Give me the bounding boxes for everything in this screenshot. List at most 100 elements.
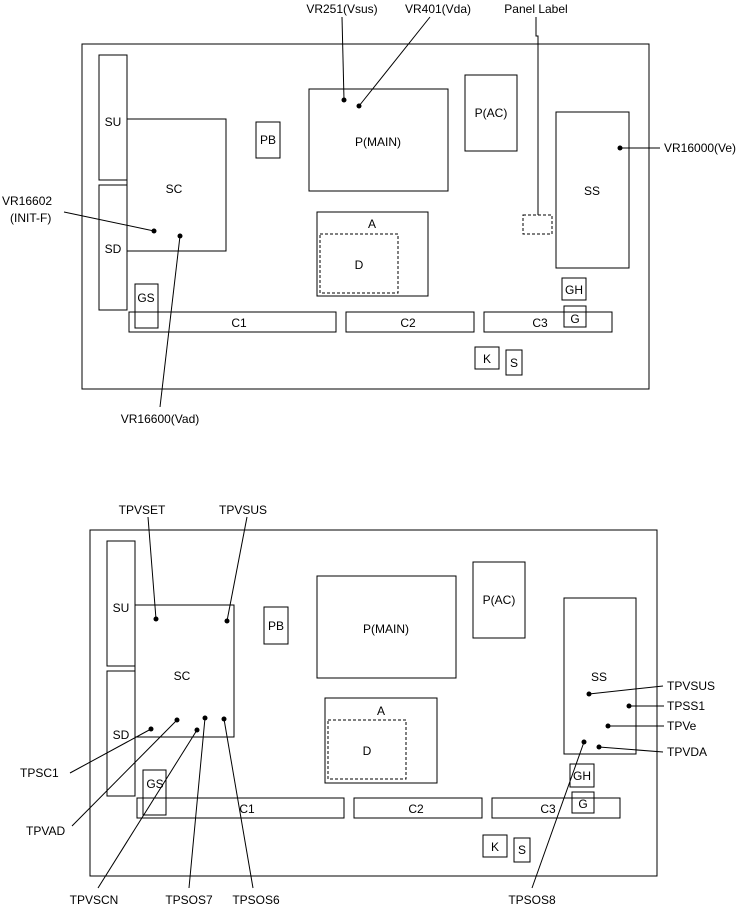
bottom-pb-label: PB <box>268 619 284 633</box>
bottom-tpve-point <box>605 723 611 729</box>
bottom-ss-label: SS <box>591 670 607 684</box>
bottom-tpvscn-label: TPVSCN <box>70 893 119 907</box>
top-vr16000-point <box>617 145 623 151</box>
bottom-board-outline <box>89 529 658 877</box>
top-k-label: K <box>483 352 491 366</box>
top-vr16602-label-line2: (INIT-F) <box>10 211 51 225</box>
top-board-outline <box>81 43 650 390</box>
top-sd-label: SD <box>105 242 122 256</box>
bottom-c2-connector <box>353 797 483 819</box>
bottom-tpsc1-point <box>148 726 154 732</box>
top-c3-label: C3 <box>532 316 548 330</box>
bottom-a-label: A <box>377 704 385 718</box>
bottom-tpsc1-leader <box>69 728 152 774</box>
bottom-d-board <box>327 719 407 780</box>
bottom-sc-label: SC <box>174 669 191 683</box>
top-c3-connector <box>483 311 613 333</box>
bottom-s-board <box>513 837 531 863</box>
top-c1-label: C1 <box>231 316 247 330</box>
bottom-c1-label: C1 <box>239 802 255 816</box>
bottom-diagram: SU SD SC PB P(MAIN) P(AC) SS A D GS C1 C… <box>20 503 715 907</box>
bottom-tpsos8-leader <box>531 741 585 889</box>
bottom-gh-board <box>569 763 595 788</box>
top-vr401-point <box>356 103 362 109</box>
top-ss-board <box>555 111 630 269</box>
bottom-tpvda-label: TPVDA <box>667 745 707 759</box>
top-sc-board <box>126 118 227 252</box>
bottom-tpvsus-top-point <box>224 618 230 624</box>
top-su-board <box>98 54 128 181</box>
top-panel-label-leader <box>535 17 539 215</box>
top-vr16600-leader <box>159 235 181 408</box>
top-vr16000-label: VR16000(Ve) <box>664 141 736 155</box>
top-su-label: SU <box>105 115 122 129</box>
bottom-tpvset-leader <box>147 516 157 620</box>
bottom-tpvsus-top-leader <box>226 516 248 622</box>
bottom-tpsos6-label: TPSOS6 <box>232 893 280 907</box>
top-vr401-leader <box>358 16 431 107</box>
top-gs-board <box>134 283 159 329</box>
bottom-tpvsus-top-label: TPVSUS <box>219 503 267 517</box>
top-vr251-point <box>341 97 347 103</box>
top-s-label: S <box>510 356 518 370</box>
top-vr16600-label: VR16600(Vad) <box>121 412 200 426</box>
bottom-tpsc1-label: TPSC1 <box>20 766 59 780</box>
bottom-sd-label: SD <box>113 728 130 742</box>
bottom-tpsos7-label: TPSOS7 <box>165 893 213 907</box>
top-panel-label-area <box>522 214 553 235</box>
bottom-g-label: G <box>578 797 587 811</box>
top-pac-label: P(AC) <box>475 106 508 120</box>
top-vr16602-leader <box>63 211 155 232</box>
top-c1-connector <box>128 311 337 333</box>
bottom-tpss1-point <box>626 703 632 709</box>
bottom-tpsos6-leader <box>223 718 254 889</box>
top-diagram: SU SD SC PB P(MAIN) P(AC) SS A D GS C1 C… <box>2 2 736 426</box>
top-pmain-board <box>308 88 449 192</box>
bottom-pmain-board <box>316 575 457 679</box>
top-pb-label: PB <box>260 133 276 147</box>
bottom-a-board <box>324 697 438 784</box>
bottom-tpvad-point <box>174 717 180 723</box>
top-s-board <box>505 349 523 376</box>
bottom-tpvsus-ss-leader <box>588 685 664 695</box>
bottom-tpvda-point <box>596 744 602 750</box>
bottom-tpvscn-point <box>194 727 200 733</box>
bottom-su-label: SU <box>113 601 130 615</box>
top-vr16602-point <box>151 228 157 234</box>
bottom-gs-board <box>142 769 167 816</box>
bottom-k-board <box>482 834 508 858</box>
top-d-board <box>319 233 399 294</box>
top-vr251-label: VR251(Vsus) <box>306 2 377 16</box>
top-gs-label: GS <box>137 291 154 305</box>
bottom-c3-label: C3 <box>540 802 556 816</box>
top-a-board <box>316 211 429 297</box>
bottom-sc-board <box>134 604 235 738</box>
top-vr251-leader <box>341 16 345 101</box>
bottom-c2-label: C2 <box>408 802 424 816</box>
bottom-tpsos8-label: TPSOS8 <box>508 893 556 907</box>
top-d-label: D <box>355 258 364 272</box>
top-c2-connector <box>345 311 475 333</box>
bottom-tpss1-label: TPSS1 <box>667 699 705 713</box>
top-a-label: A <box>368 217 376 231</box>
top-g-label: G <box>570 312 579 326</box>
bottom-ss-board <box>563 597 637 755</box>
top-gh-board <box>561 277 587 301</box>
bottom-pmain-label: P(MAIN) <box>363 622 409 636</box>
bottom-tpsos6-point <box>221 716 227 722</box>
top-gh-label: GH <box>565 283 583 297</box>
top-ss-label: SS <box>584 184 600 198</box>
bottom-d-label: D <box>363 744 372 758</box>
bottom-tpvscn-leader <box>97 729 198 889</box>
top-pb-board <box>255 121 281 159</box>
bottom-g-board <box>571 791 595 814</box>
top-c2-label: C2 <box>400 316 416 330</box>
bottom-k-label: K <box>491 840 499 854</box>
bottom-tpvad-label: TPVAD <box>26 824 65 838</box>
bottom-pac-board <box>472 561 526 639</box>
bottom-pb-board <box>263 606 289 645</box>
top-k-board <box>474 346 500 370</box>
bottom-tpsos8-point <box>581 739 587 745</box>
top-vr16602-label-line1: VR16602 <box>2 194 52 208</box>
